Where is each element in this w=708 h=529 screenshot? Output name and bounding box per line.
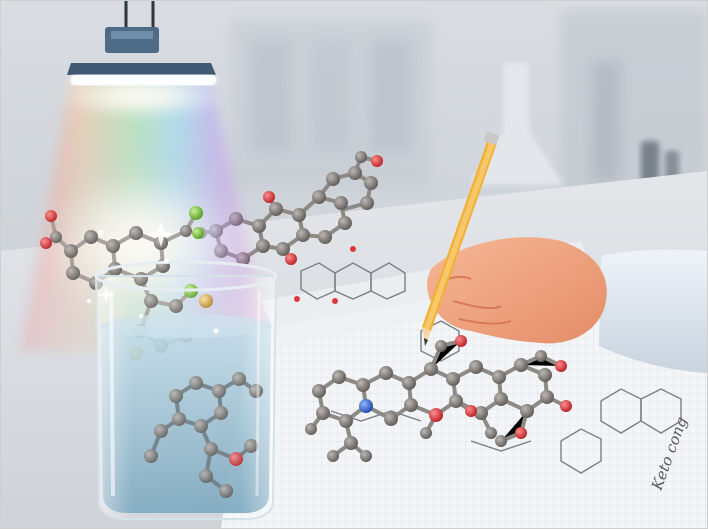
sparkles xyxy=(87,221,219,334)
hand-icon xyxy=(427,237,707,373)
beaker-icon xyxy=(94,260,278,520)
molecule-icon xyxy=(305,335,572,462)
uv-lamp-icon xyxy=(67,1,216,85)
pencil-icon xyxy=(422,131,500,346)
sketch-atoms xyxy=(294,246,356,304)
blurred-shelves xyxy=(231,11,707,221)
submerged-molecule xyxy=(144,372,263,498)
